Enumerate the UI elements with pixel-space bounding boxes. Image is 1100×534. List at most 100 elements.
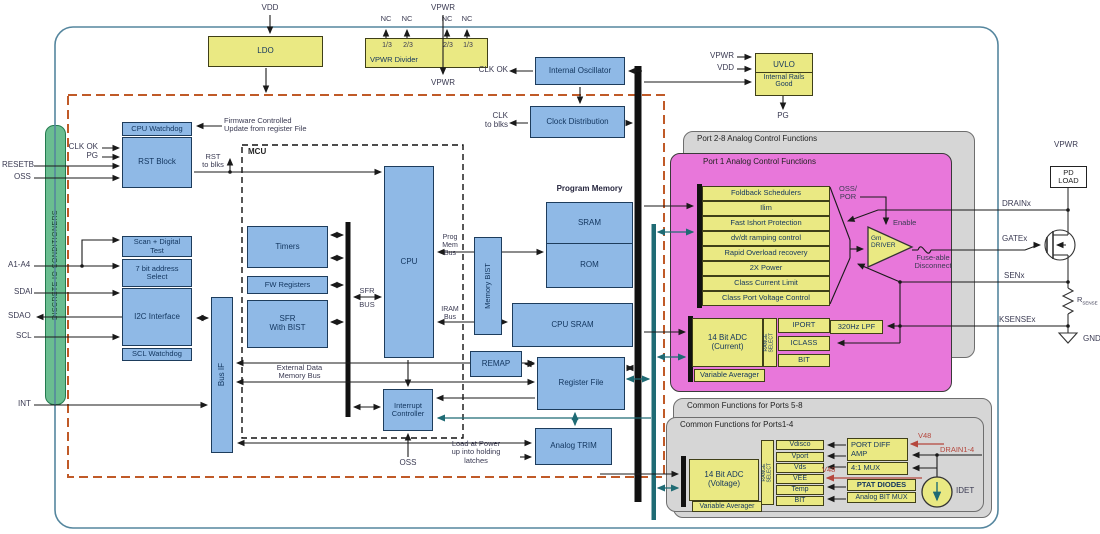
port-function-dvdt: dv/dt ramping control bbox=[702, 231, 830, 246]
nc-label-1: NC bbox=[380, 14, 392, 23]
fuse-label: Fuse-able Disconnect bbox=[914, 253, 952, 271]
port2-8-title: Port 2-8 Analog Control Functions bbox=[697, 134, 818, 143]
adc-current-block: 14 Bit ADC (Current) bbox=[692, 318, 763, 367]
iport-block: IPORT bbox=[778, 318, 830, 333]
oss-por-label: OSS/ POR bbox=[839, 184, 857, 202]
nc-label-2: NC bbox=[401, 14, 413, 23]
sfr-with-bist-block: SFR With BIST bbox=[247, 300, 328, 348]
i2c-interface-block: I2C Interface bbox=[122, 288, 192, 346]
c pu-label: CPU bbox=[400, 256, 418, 266]
iport-label: IPORT bbox=[792, 320, 816, 330]
sfr-label: SFR bbox=[359, 286, 375, 295]
timers-block: Timers bbox=[247, 226, 328, 268]
cpu-watchdog-block: CPU Watchdog bbox=[122, 122, 192, 136]
tap-4: 1/3 bbox=[463, 42, 473, 49]
rst-to-blks-label: RST to blks bbox=[202, 152, 224, 170]
analog-bit-mux-label: Analog BIT MUX bbox=[855, 493, 908, 501]
rsense-r: R bbox=[1077, 295, 1083, 304]
ptat-diodes-label: PTAT DIODES bbox=[856, 479, 907, 489]
temp-block: Temp bbox=[776, 485, 824, 495]
timers-label: Timers bbox=[275, 241, 300, 251]
nc-label-4: NC bbox=[461, 14, 473, 23]
clk-ok-pin-label: CLK OK bbox=[68, 142, 98, 151]
fw-registers-block: FW Registers bbox=[247, 276, 328, 294]
tap-1: 1/3 bbox=[382, 42, 392, 49]
ksensex-pin-label: KSENSEx bbox=[999, 315, 1036, 324]
variable-averager-voltage-block: Variable Averager bbox=[692, 501, 762, 512]
internal-oscillator-block: Internal Oscillator bbox=[535, 57, 625, 85]
drain1-4-label: DRAIN1-4 bbox=[940, 445, 975, 454]
v48-label-1: V48 bbox=[918, 431, 932, 440]
clk-ok-osc-label: CLK OK bbox=[478, 65, 508, 74]
tap-2: 2/3 bbox=[403, 42, 413, 49]
port-function-ishort: Fast Ishort Protection bbox=[702, 216, 830, 231]
uvlo-vpwr-label: VPWR bbox=[710, 51, 734, 60]
address-select-block: 7 bit address Select bbox=[122, 259, 192, 287]
vee-block: VEE bbox=[776, 474, 824, 484]
analog-bit-mux-block: Analog BIT MUX bbox=[847, 492, 916, 503]
uvlo-block: UVLO Internal Rails Good bbox=[755, 53, 813, 96]
i2c-interface-label: I2C Interface bbox=[134, 311, 180, 321]
vdisco-block: Vdisco bbox=[776, 440, 824, 450]
idet-label: IDET bbox=[956, 486, 975, 495]
bit-current-block: BIT bbox=[778, 354, 830, 367]
clock-distribution-block: Clock Distribution bbox=[530, 106, 625, 138]
fn-label: Ilim bbox=[760, 203, 772, 213]
row-label: VEE bbox=[792, 475, 807, 483]
fn-label: Foldback Schedulers bbox=[730, 188, 802, 198]
oss-irq-label: OSS bbox=[399, 458, 417, 467]
vpwr-ext-label: VPWR bbox=[1054, 140, 1078, 149]
bit-voltage-block: BIT bbox=[776, 496, 824, 506]
gatex-pin-label: GATEx bbox=[1002, 234, 1028, 243]
lpf-label: 320Hz LPF bbox=[837, 321, 876, 331]
row-label: Vport bbox=[791, 453, 809, 461]
vdd-top-label: VDD bbox=[261, 3, 279, 12]
port-function-overload: Rapid Overload recovery bbox=[702, 246, 830, 261]
clock-distribution-label: Clock Distribution bbox=[546, 116, 609, 126]
variable-averager-current-block: Variable Averager bbox=[694, 369, 765, 382]
row-label: Vds bbox=[793, 464, 807, 472]
scl-watchdog-label: SCL Watchdog bbox=[132, 349, 182, 359]
mux-block: 4:1 MUX bbox=[847, 462, 908, 475]
a1-a4-pin-label: A1-A4 bbox=[8, 260, 31, 269]
port-diff-amp-label: PORT DIFF AMP bbox=[851, 440, 891, 458]
variable-averager-label: Variable Averager bbox=[700, 370, 759, 380]
port-diff-amp-block: PORT DIFF AMP bbox=[847, 438, 908, 461]
fw-registers-label: FW Registers bbox=[264, 279, 311, 289]
cpu-watchdog-label: CPU Watchdog bbox=[131, 123, 183, 133]
port-function-ilim: Ilim bbox=[702, 201, 830, 216]
bit-label: BIT bbox=[798, 355, 810, 365]
variable-averager-label: Variable Averager bbox=[699, 502, 755, 510]
row-label: Vdisco bbox=[789, 441, 811, 449]
rst-block-label: RST Block bbox=[138, 157, 176, 167]
ext-data-bus-label: External Data Memory Bus bbox=[276, 363, 323, 381]
port-function-class-current: Class Current Limit bbox=[702, 276, 830, 291]
pd-load-block: PD LOAD bbox=[1050, 166, 1087, 188]
vpwr-top-label: VPWR bbox=[431, 3, 455, 12]
bus-if-block: Bus IF bbox=[211, 297, 233, 453]
sram-label: SRAM bbox=[547, 203, 632, 244]
rsense-label: RSENSE bbox=[1077, 295, 1098, 306]
rom-label: ROM bbox=[580, 260, 599, 270]
pg-out-label: PG bbox=[777, 111, 789, 120]
internal-oscillator-label: Internal Oscillator bbox=[548, 65, 612, 75]
ptat-diodes-block: PTAT DIODES bbox=[847, 479, 916, 491]
interrupt-controller-block: Interrupt Controller bbox=[383, 389, 433, 431]
adc-voltage-range-select: RANGE SELECT bbox=[761, 440, 774, 505]
analog-trim-block: Analog TRIM bbox=[535, 428, 612, 465]
pg-pin-label: PG bbox=[86, 151, 98, 160]
vpwr-divider-block: 1/3 2/3 2/3 1/3 VPWR Divider bbox=[365, 38, 488, 68]
register-file-label: Register File bbox=[558, 378, 604, 388]
scl-watchdog-block: SCL Watchdog bbox=[122, 348, 192, 361]
rst-block: RST Block bbox=[122, 137, 192, 188]
senx-pin-label: SENx bbox=[1004, 271, 1025, 280]
bus-label: BUS bbox=[359, 300, 375, 309]
cpu-sram-block: CPU SRAM bbox=[512, 303, 633, 347]
sdao-pin-label: SDAO bbox=[8, 311, 31, 320]
vds-block: Vds bbox=[776, 463, 824, 473]
fn-label: Rapid Overload recovery bbox=[724, 248, 808, 258]
drainx-pin-label: DRAINx bbox=[1002, 199, 1031, 208]
vpwr-out-label: VPWR bbox=[431, 78, 455, 87]
internal-rails-good-label: Internal Rails Good bbox=[763, 73, 805, 89]
